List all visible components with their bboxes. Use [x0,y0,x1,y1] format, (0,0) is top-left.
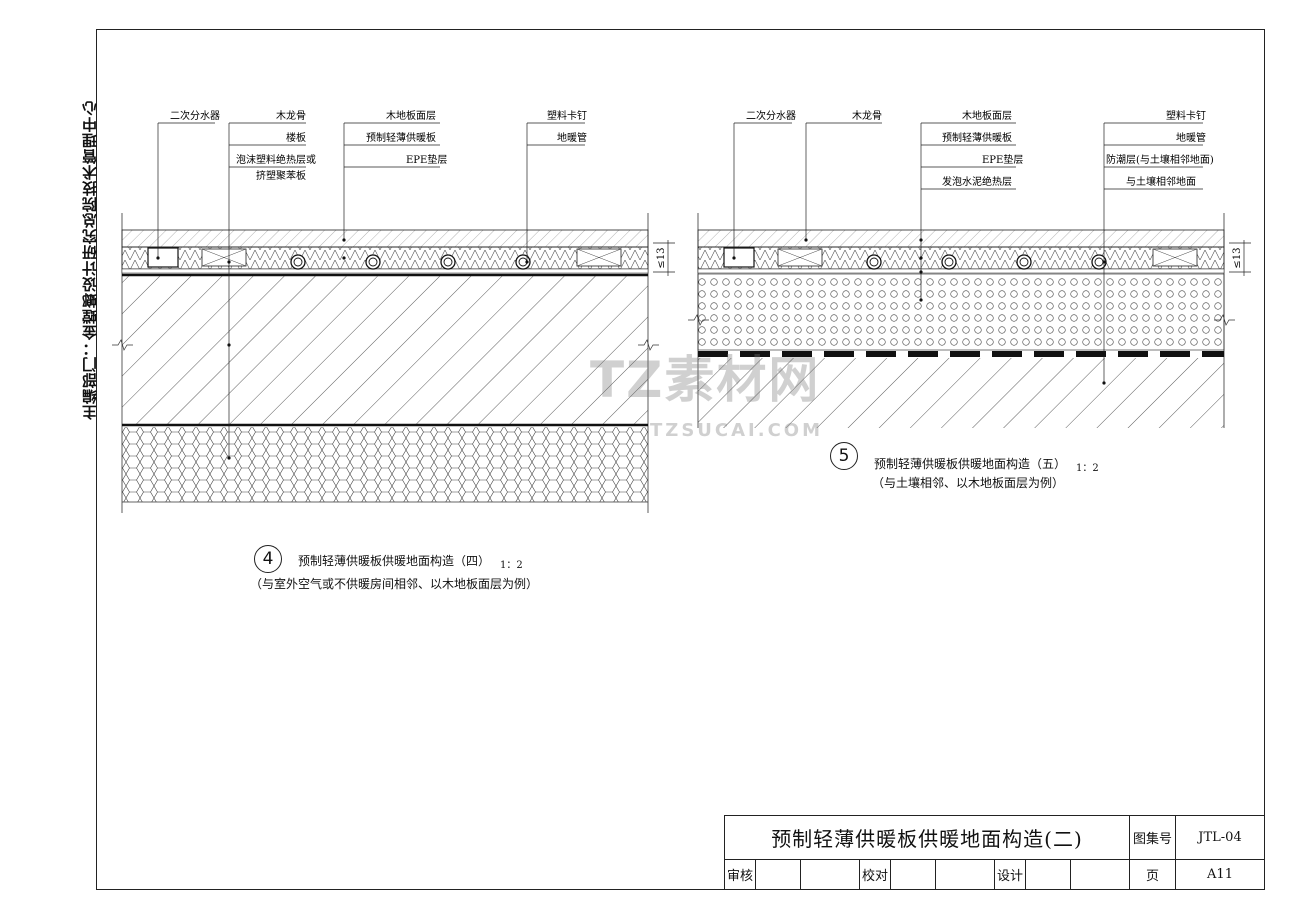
dim-4: ≤13 [656,247,667,268]
check-sign-1 [890,859,936,890]
design-sign-1 [1025,859,1071,890]
dim-5: ≤13 [1232,247,1243,268]
label-clip-4: 塑料卡钉 [547,109,587,122]
check-label: 校对 [859,859,891,890]
watermark-logo: TZ素材网 [590,351,821,409]
label-heating-board-4: 预制轻薄供暖板 [366,131,436,144]
label-insulation-4b: 挤塑聚苯板 [256,169,306,182]
detail-4-subtitle: （与室外空气或不供暖房间相邻、以木地板面层为例） [250,577,539,591]
detail-4-scale: 1：2 [500,560,523,571]
page-label: 页 [1129,859,1176,890]
detail-5-section [688,122,1251,428]
label-wood-joist-5: 木龙骨 [852,109,882,122]
detail-5-title: 预制轻薄供暖板供暖地面构造（五） [874,457,1067,471]
check-sign-2 [935,859,995,890]
review-sign-2 [800,859,860,890]
label-clip-5: 塑料卡钉 [1166,109,1206,122]
label-slab-4: 楼板 [286,131,306,144]
detail-5-number: 5 [830,442,858,470]
atlas-value: JTL-04 [1175,815,1265,860]
design-sign-2 [1070,859,1130,890]
label-insulation-4a: 泡沫塑料绝热层或 [236,153,316,166]
detail-5-subtitle: （与土壤相邻、以木地板面层为例） [872,476,1065,490]
label-wood-floor-4: 木地板面层 [386,109,436,122]
detail-4-number: 4 [254,545,282,573]
label-epe-5: EPE垫层 [982,153,1023,166]
drawing-title: 预制轻薄供暖板供暖地面构造(二) [724,815,1130,860]
page-value: A11 [1175,859,1265,890]
label-heating-board-5: 预制轻薄供暖板 [942,131,1012,144]
review-label: 审核 [724,859,756,890]
label-wood-floor-5: 木地板面层 [962,109,1012,122]
label-pipe-5: 地暖管 [1176,131,1206,144]
review-sign-1 [755,859,801,890]
detail-4-title: 预制轻薄供暖板供暖地面构造（四） [298,554,491,568]
label-wood-joist-4: 木龙骨 [276,109,306,122]
label-manifold-5: 二次分水器 [746,109,796,122]
label-pipe-4: 地暖管 [557,131,587,144]
detail-5-scale: 1：2 [1076,463,1099,474]
drawing-frame [96,29,1265,890]
watermark-url: TZSUCAI.COM [650,420,824,441]
title-block: 预制轻薄供暖板供暖地面构造(二) 图集号 JTL-04 审核 校对 设计 页 A… [724,815,1265,890]
label-soil-5: 与土壤相邻地面 [1126,175,1196,188]
label-manifold-4: 二次分水器 [170,109,220,122]
detail-4-section [112,122,675,513]
atlas-label: 图集号 [1129,815,1176,860]
design-label: 设计 [994,859,1026,890]
label-foam-5: 发泡水泥绝热层 [942,175,1012,188]
label-epe-4: EPE垫层 [406,153,447,166]
label-damp-5: 防潮层(与土壤相邻地面) [1106,153,1214,166]
